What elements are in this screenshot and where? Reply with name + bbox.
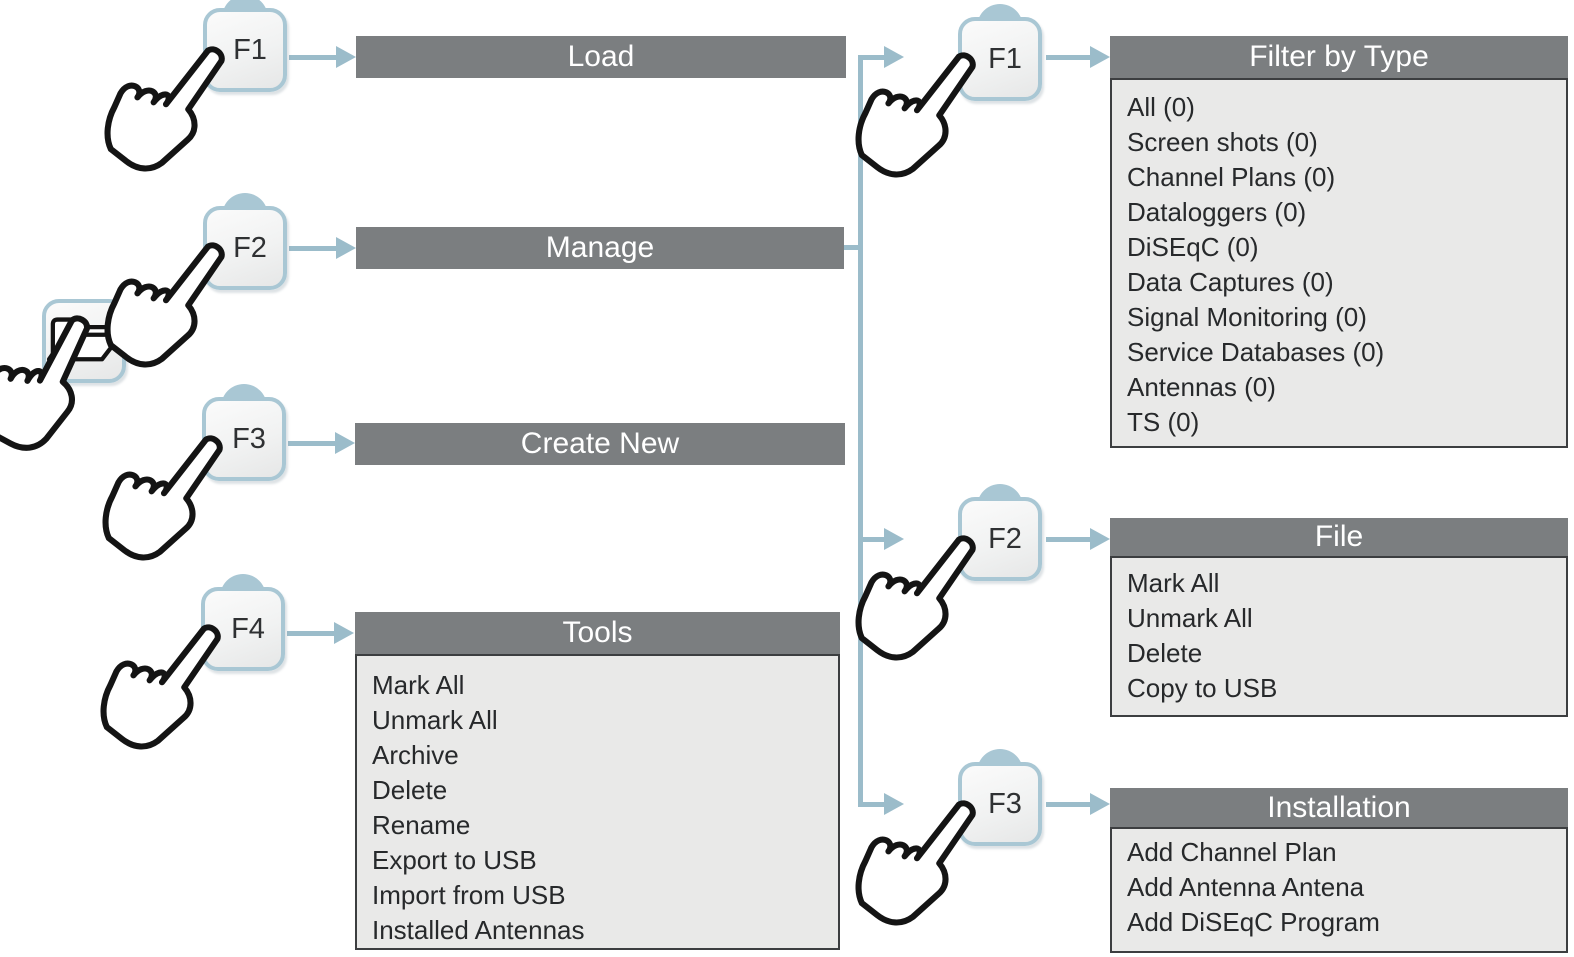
menu-item: Delete xyxy=(1127,638,1203,668)
menu-item: Add Channel Plan xyxy=(1127,837,1337,867)
menu-item: Copy to USB xyxy=(1127,673,1278,703)
menu-item: Service Databases (0) xyxy=(1127,337,1385,367)
keycap: F1 xyxy=(958,17,1042,101)
arrow-shaft xyxy=(289,246,340,251)
key-f2-right: F2 xyxy=(958,484,1042,581)
tap-hand-icon xyxy=(100,624,221,750)
tap-hand-icon xyxy=(104,46,225,172)
arrow-rf3-installation xyxy=(1046,793,1110,815)
menu-item: Unmark All xyxy=(372,705,498,735)
key-label: F4 xyxy=(231,612,265,645)
menu-item: Data Captures (0) xyxy=(1127,267,1334,297)
arrow-shaft xyxy=(858,537,888,542)
branch-trunk-line xyxy=(858,55,863,806)
arrow-head-icon xyxy=(336,46,356,68)
arrow-rf2-file xyxy=(1046,528,1110,550)
tap-hand-icon xyxy=(0,315,90,451)
arrow-f2-manage xyxy=(289,237,356,259)
arrow-f4-tools xyxy=(287,622,354,644)
menu-item: TS (0) xyxy=(1127,407,1200,437)
menu-header-create-new: Create New xyxy=(355,423,845,465)
arrow-rf1-filter xyxy=(1046,46,1110,68)
menu-item: Add DiSEqC Program xyxy=(1127,907,1380,937)
menu-header-manage: Manage xyxy=(356,227,844,269)
keycap: F3 xyxy=(958,762,1042,846)
key-f3-right: F3 xyxy=(958,749,1042,846)
menu-item: Add Antenna Antena xyxy=(1127,872,1365,902)
arrow-shaft xyxy=(289,55,340,60)
tap-hand-icon xyxy=(855,800,976,926)
menu-item: Unmark All xyxy=(1127,603,1253,633)
arrow-head-icon xyxy=(334,622,354,644)
key-label: F2 xyxy=(233,231,267,264)
menu-item-list: All (0) Screen shots (0) Channel Plans (0)… xyxy=(1112,80,1566,440)
arrow-shaft xyxy=(858,55,888,60)
arrow-shaft xyxy=(288,441,339,446)
menu-filter-by-type: Filter by Type All (0) Screen shots (0) Ch… xyxy=(1110,36,1568,448)
key-label: F2 xyxy=(988,522,1022,555)
tap-hand-icon xyxy=(855,52,976,178)
key-f2-left: F2 xyxy=(203,193,287,290)
key-f1-right: F1 xyxy=(958,4,1042,101)
arrow-shaft xyxy=(1046,802,1094,807)
menu-item: Antennas (0) xyxy=(1127,372,1276,402)
arrow-head-icon xyxy=(884,528,904,550)
menu-item: All (0) xyxy=(1127,92,1195,122)
arrow-f1-load xyxy=(289,46,356,68)
menu-item: Screen shots (0) xyxy=(1127,127,1318,157)
key-label: F1 xyxy=(988,42,1022,75)
menu-item: Installed Antennas xyxy=(372,915,585,945)
menu-item: DiSEqC (0) xyxy=(1127,232,1259,262)
arrow-head-icon xyxy=(1090,46,1110,68)
arrow-trunk-rf1 xyxy=(858,46,904,68)
menu-header-installation: Installation xyxy=(1110,788,1568,827)
menu-item: Mark All xyxy=(372,670,465,700)
menu-item: Import from USB xyxy=(372,880,566,910)
key-label: F3 xyxy=(988,787,1022,820)
arrow-head-icon xyxy=(336,237,356,259)
manage-branch-stub xyxy=(842,245,859,250)
arrow-trunk-rf2 xyxy=(858,528,904,550)
arrow-head-icon xyxy=(884,46,904,68)
arrow-shaft xyxy=(1046,55,1094,60)
menu-item: Rename xyxy=(372,810,471,840)
arrow-head-icon xyxy=(884,793,904,815)
menu-item: Signal Monitoring (0) xyxy=(1127,302,1367,332)
arrow-f3-create-new xyxy=(288,432,355,454)
menu-item: Dataloggers (0) xyxy=(1127,197,1307,227)
arrow-shaft xyxy=(1046,537,1094,542)
arrow-head-icon xyxy=(335,432,355,454)
arrow-head-icon xyxy=(1090,793,1110,815)
menu-item: Export to USB xyxy=(372,845,537,875)
arrow-shaft xyxy=(287,631,338,636)
menu-item: Archive xyxy=(372,740,459,770)
menu-item: Mark All xyxy=(1127,568,1220,598)
tap-hand-icon xyxy=(104,242,225,368)
arrow-trunk-rf3 xyxy=(858,793,904,815)
tap-hand-icon xyxy=(102,435,223,561)
menu-item: Delete xyxy=(372,775,448,805)
menu-header-tools: Tools xyxy=(355,612,840,654)
tap-hand-icon xyxy=(855,535,976,661)
menu-item: Channel Plans (0) xyxy=(1127,162,1336,192)
menu-header-filter-by-type: Filter by Type xyxy=(1110,36,1568,78)
key-label: F3 xyxy=(232,422,266,455)
key-label: F1 xyxy=(233,33,267,66)
menu-header-load: Load xyxy=(356,36,846,78)
menu-body: All (0) Screen shots (0) Channel Plans (0)… xyxy=(1110,78,1568,448)
menu-header-file: File xyxy=(1110,518,1568,556)
arrow-head-icon xyxy=(1090,528,1110,550)
arrow-shaft xyxy=(858,802,888,807)
keycap: F2 xyxy=(958,497,1042,581)
